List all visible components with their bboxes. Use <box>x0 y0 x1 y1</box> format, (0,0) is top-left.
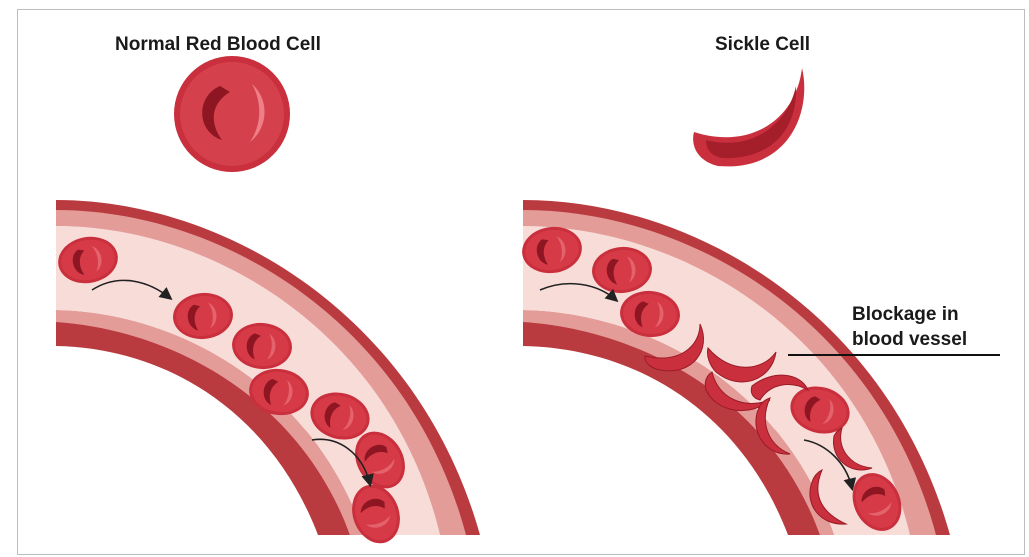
blockage-annotation: Blockage in blood vessel <box>852 302 967 352</box>
sickle-cell-title: Sickle Cell <box>715 34 810 56</box>
blockage-annotation-line2: blood vessel <box>852 327 967 352</box>
normal-rbc-large <box>174 56 290 172</box>
blockage-annotation-line1: Blockage in <box>852 302 967 327</box>
normal-cell-title: Normal Red Blood Cell <box>115 34 321 56</box>
sickle-cell-large <box>693 68 804 166</box>
